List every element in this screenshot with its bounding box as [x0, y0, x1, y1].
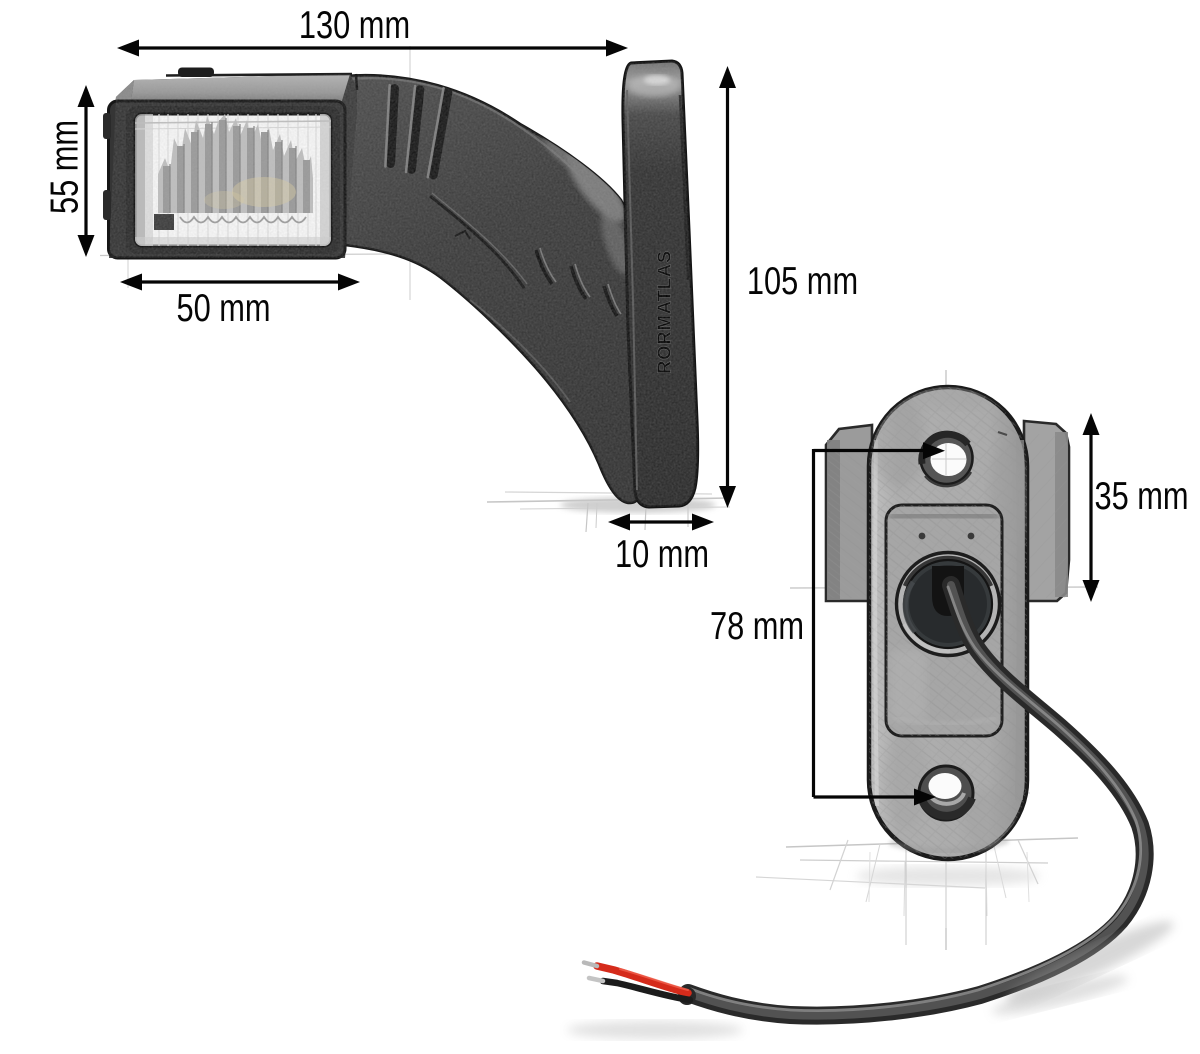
- svg-text:105 mm: 105 mm: [747, 260, 858, 303]
- svg-text:55 mm: 55 mm: [43, 120, 86, 214]
- svg-text:10 mm: 10 mm: [615, 533, 709, 576]
- svg-text:78 mm: 78 mm: [710, 605, 804, 648]
- svg-text:130 mm: 130 mm: [299, 4, 410, 47]
- svg-text:35 mm: 35 mm: [1094, 475, 1188, 518]
- svg-text:50 mm: 50 mm: [176, 287, 270, 330]
